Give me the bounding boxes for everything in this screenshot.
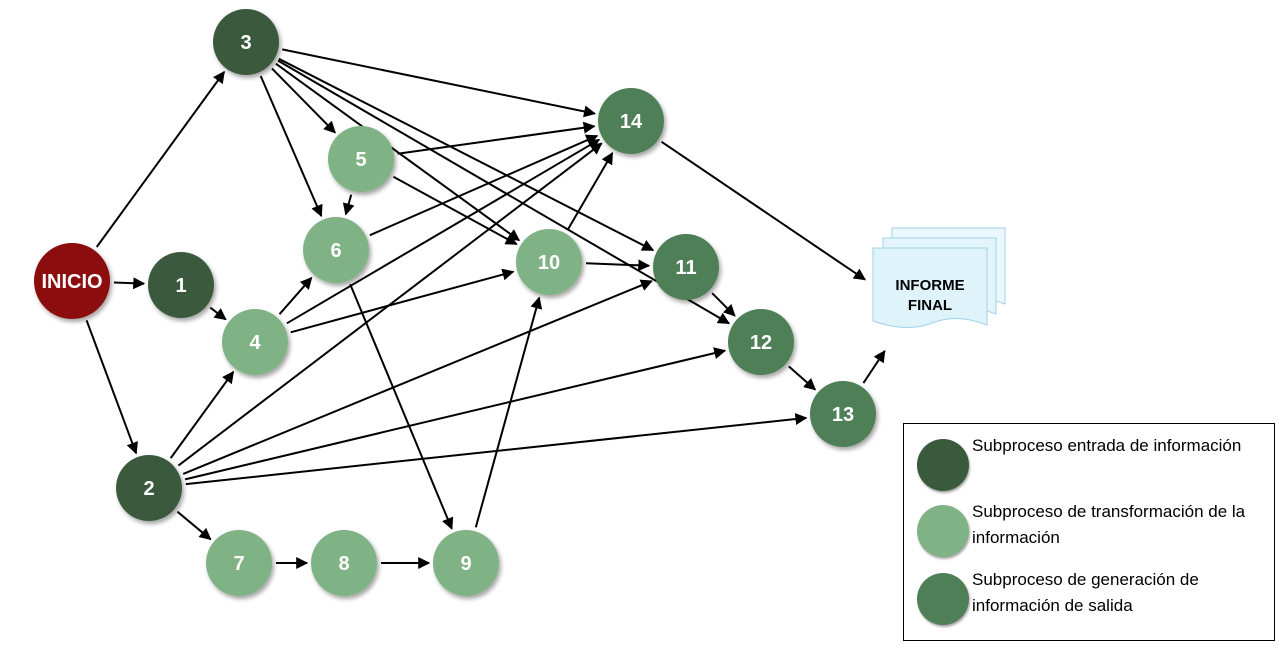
node-7-circle	[206, 530, 272, 596]
node-4: 4	[222, 309, 288, 375]
node-10-label: 10	[538, 252, 560, 274]
node-10: 10	[516, 229, 582, 295]
edge-2-to-7	[176, 510, 212, 541]
edge-4-to-10	[290, 268, 515, 334]
legend-swatch-transformacion	[917, 505, 969, 557]
node-8: 8	[311, 530, 377, 596]
node-14: 14	[598, 88, 664, 154]
node-6-circle	[303, 217, 369, 283]
edge-3-to-12	[277, 59, 731, 325]
edge-2-to-11	[182, 279, 653, 475]
document-title-line1: INFORME	[895, 277, 964, 294]
node-5-circle	[328, 126, 394, 192]
node-2-circle	[116, 455, 182, 521]
node-5-label: 5	[355, 149, 366, 171]
document-title-line2: FINAL	[908, 297, 952, 314]
node-12: 12	[728, 309, 794, 375]
node-9: 9	[433, 530, 499, 596]
edge-2-to-14	[177, 142, 603, 467]
legend-item-transformacion: Subproceso de transformación de la infor…	[904, 498, 1274, 564]
edge-3-to-11	[278, 57, 655, 252]
edge-2-to-4	[169, 370, 235, 459]
edge-6-to-14	[369, 134, 599, 237]
node-1-label: 1	[175, 275, 186, 297]
node-2: 2	[116, 455, 182, 521]
node-11-circle	[653, 234, 719, 300]
node-13-circle	[810, 381, 876, 447]
edge-inicio-to-2	[85, 320, 138, 455]
edge-3-to-5	[271, 67, 336, 134]
node-11-label: 11	[675, 257, 696, 279]
edge-9-to-10	[474, 296, 543, 528]
edge-3-to-6	[259, 75, 323, 218]
node-4-label: 4	[249, 332, 261, 354]
node-7-label: 7	[233, 553, 244, 575]
node-2-label: 2	[143, 478, 154, 500]
edge-5-to-10	[392, 175, 518, 246]
informe-final-document: INFORME FINAL	[872, 227, 1006, 328]
node-inicio-circle	[34, 243, 110, 319]
node-8-circle	[311, 530, 377, 596]
edge-12-to-13	[788, 365, 817, 391]
node-14-circle	[598, 88, 664, 154]
node-9-circle	[433, 530, 499, 596]
edges	[85, 48, 886, 569]
edge-14-to-informe	[661, 140, 866, 281]
node-12-label: 12	[750, 332, 772, 354]
legend-swatch-entrada	[917, 439, 969, 491]
node-7: 7	[206, 530, 272, 596]
edge-6-to-9	[349, 283, 454, 530]
edge-3-to-14	[281, 48, 596, 118]
edge-inicio-to-3	[95, 70, 226, 248]
node-1-circle	[148, 252, 214, 318]
edge-1-to-4	[209, 306, 227, 321]
legend-label-generacion: Subproceso de generación de información …	[972, 570, 1199, 615]
node-inicio: INICIO	[34, 243, 110, 319]
edge-10-to-14	[566, 151, 614, 231]
edge-4-to-14	[286, 138, 601, 325]
node-3: 3	[213, 9, 279, 75]
legend-label-transformacion: Subproceso de transformación de la infor…	[972, 502, 1246, 547]
node-3-label: 3	[240, 32, 251, 54]
node-6: 6	[303, 217, 369, 283]
legend-item-entrada: Subproceso entrada de información	[904, 430, 1274, 496]
edge-5-to-6	[342, 194, 355, 216]
legend: Subproceso entrada de información Subpro…	[903, 423, 1275, 641]
edge-11-to-12	[711, 292, 736, 317]
edge-2-to-12	[184, 347, 727, 481]
node-4-circle	[222, 309, 288, 375]
legend-swatch-generacion	[917, 573, 969, 625]
legend-label-entrada: Subproceso entrada de información	[972, 436, 1242, 455]
node-6-label: 6	[330, 240, 341, 262]
edge-4-to-6	[278, 276, 313, 315]
edge-5-to-14	[397, 121, 596, 155]
node-14-label: 14	[620, 111, 643, 133]
node-3-circle	[213, 9, 279, 75]
edge-13-to-informe	[862, 350, 886, 384]
node-11: 11	[653, 234, 719, 300]
node-10-circle	[516, 229, 582, 295]
node-13: 13	[810, 381, 876, 447]
node-8-label: 8	[338, 553, 349, 575]
node-13-label: 13	[832, 404, 854, 426]
node-1: 1	[148, 252, 214, 318]
legend-item-generacion: Subproceso de generación de información …	[904, 566, 1274, 632]
node-inicio-label: INICIO	[41, 271, 102, 293]
node-9-label: 9	[460, 553, 471, 575]
edge-inicio-to-1	[113, 277, 146, 290]
node-5: 5	[328, 126, 394, 192]
node-12-circle	[728, 309, 794, 375]
edge-10-to-11	[585, 259, 651, 272]
